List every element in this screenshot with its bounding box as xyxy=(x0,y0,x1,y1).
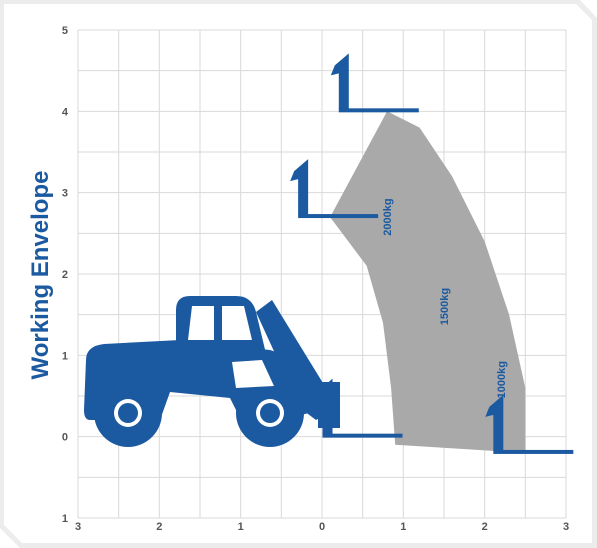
fork-tine xyxy=(338,108,419,113)
fork-carriage xyxy=(330,53,349,110)
fork-icon xyxy=(290,159,379,219)
fork-carriage xyxy=(485,394,504,451)
chart-title: Working Envelope xyxy=(27,171,54,380)
envelope-layer xyxy=(330,111,526,453)
y-tick-label: 0 xyxy=(62,432,68,444)
load-capacity-label: 1000kg xyxy=(496,361,508,398)
front-wheel-cap xyxy=(118,403,138,423)
fork-tine xyxy=(493,449,574,454)
y-tick-label: 2 xyxy=(62,269,68,281)
working-envelope-area xyxy=(330,111,526,453)
load-labels: 2000kg 1500kg 1000kg xyxy=(382,198,508,398)
y-tick-label: 1 xyxy=(62,513,68,525)
fork-carriage xyxy=(290,159,309,216)
x-tick-label: 0 xyxy=(319,521,325,533)
telehandler-icon xyxy=(84,296,340,447)
x-tick-label: 1 xyxy=(238,521,244,533)
fork-icon xyxy=(330,53,419,113)
y-tick-label: 5 xyxy=(62,25,68,37)
x-tick-label: 2 xyxy=(156,521,162,533)
cab-window-rear xyxy=(222,306,252,340)
x-tick-label: 2 xyxy=(482,521,488,533)
x-tick-label: 3 xyxy=(563,521,569,533)
x-tick-label: 3 xyxy=(75,521,81,533)
carriage-shape xyxy=(318,382,340,428)
rear-wheel-cap xyxy=(260,403,280,423)
cab-window-front xyxy=(188,306,214,340)
fork-icon xyxy=(485,394,574,454)
y-tick-label: 4 xyxy=(62,106,69,118)
load-capacity-label: 2000kg xyxy=(382,198,394,235)
fork-tine xyxy=(298,214,379,219)
y-tick-label: 3 xyxy=(62,188,68,200)
body-window xyxy=(232,360,274,388)
x-tick-label: 1 xyxy=(400,521,406,533)
fork-tine xyxy=(322,433,403,438)
boom-shape xyxy=(256,300,330,420)
load-capacity-label: 1500kg xyxy=(439,288,451,325)
y-tick-label: 1 xyxy=(62,350,68,362)
